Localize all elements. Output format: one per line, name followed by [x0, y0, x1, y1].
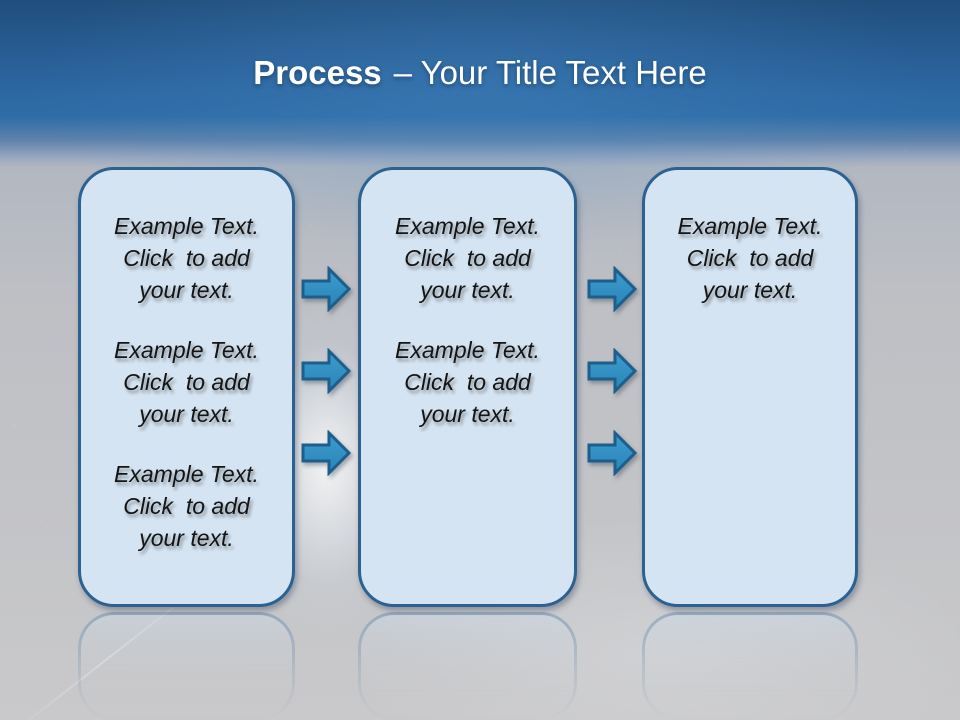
- text-line: Example Text.: [395, 213, 540, 239]
- text-line: Click to add: [404, 369, 531, 395]
- placeholder-paragraph[interactable]: Example Text. Click to add your text.: [657, 210, 843, 306]
- process-box-2[interactable]: Example Text. Click to add your text. Ex…: [358, 167, 577, 607]
- text-line: Click to add: [404, 245, 531, 271]
- text-line: Example Text.: [395, 337, 540, 363]
- text-line: your text.: [420, 277, 515, 303]
- box-reflection: [642, 612, 858, 720]
- text-line: Click to add: [123, 493, 250, 519]
- text-line: Example Text.: [677, 213, 823, 239]
- placeholder-paragraph[interactable]: Example Text. Click to add your text.: [93, 458, 280, 554]
- text-line: Click to add: [686, 245, 814, 271]
- placeholder-paragraph[interactable]: Example Text. Click to add your text.: [373, 210, 562, 306]
- text-line: Example Text.: [114, 461, 259, 487]
- title-text: – Your Title Text Here: [393, 54, 707, 91]
- placeholder-paragraph[interactable]: Example Text. Click to add your text.: [373, 334, 562, 430]
- text-line: your text.: [420, 401, 515, 427]
- title-keyword: Process: [253, 54, 382, 91]
- text-line: your text.: [702, 277, 798, 303]
- text-line: your text.: [139, 277, 234, 303]
- text-line: Click to add: [123, 369, 250, 395]
- text-line: Example Text.: [114, 213, 259, 239]
- text-line: Example Text.: [114, 337, 259, 363]
- placeholder-paragraph[interactable]: Example Text. Click to add your text.: [93, 334, 280, 430]
- arrow-right-icon: [301, 430, 351, 476]
- background-stars: [0, 0, 1, 1]
- arrow-right-icon: [587, 266, 637, 312]
- text-line: Click to add: [123, 245, 250, 271]
- arrow-right-icon: [301, 266, 351, 312]
- process-box-1[interactable]: Example Text. Click to add your text. Ex…: [78, 167, 295, 607]
- arrow-right-icon: [587, 348, 637, 394]
- arrow-right-icon: [301, 348, 351, 394]
- arrow-right-icon: [587, 430, 637, 476]
- box-reflection: [358, 612, 577, 720]
- placeholder-paragraph[interactable]: Example Text. Click to add your text.: [93, 210, 280, 306]
- slide-title[interactable]: Process – Your Title Text Here: [0, 52, 960, 94]
- process-box-3[interactable]: Example Text. Click to add your text.: [642, 167, 858, 607]
- text-line: your text.: [139, 525, 234, 551]
- text-line: your text.: [139, 401, 234, 427]
- box-reflection: [78, 612, 295, 720]
